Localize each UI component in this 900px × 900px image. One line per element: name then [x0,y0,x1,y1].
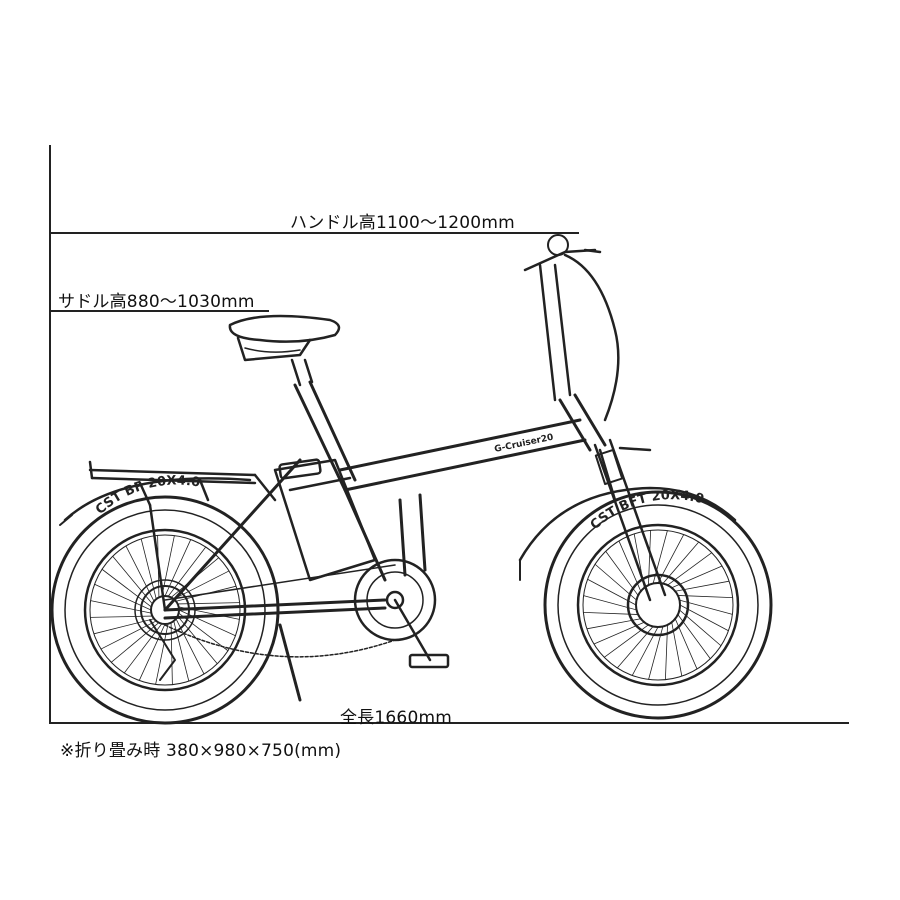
frame [163,380,607,620]
rear-rack [88,460,277,612]
vertical-reference-line [49,145,51,723]
front-fender [518,486,737,562]
saddle [228,314,341,387]
front-wheel [543,490,773,720]
handlebar [523,234,620,422]
total-length-label: 全長1660mm [340,708,452,728]
ground-line [49,722,849,724]
spoke [112,555,153,605]
drivetrain [164,558,450,669]
rear-derailleur [140,585,190,681]
saddle-height-line [49,310,269,312]
rear-fender [63,477,252,522]
folded-size-note: ※折り畳み時 380×980×750(mm) [60,741,342,761]
battery [273,458,377,582]
spoke [110,622,160,663]
saddle-height-label: サドル高880～1030mm [58,292,255,312]
hub-motor [626,573,690,637]
handlebar-height-line [49,232,579,234]
handlebar-height-label: ハンドル高1100～1200mm [290,213,515,233]
front-fork [593,438,667,602]
spoke [177,615,218,665]
spoke [94,583,152,611]
spoke [138,623,166,681]
kickstand [278,623,302,702]
